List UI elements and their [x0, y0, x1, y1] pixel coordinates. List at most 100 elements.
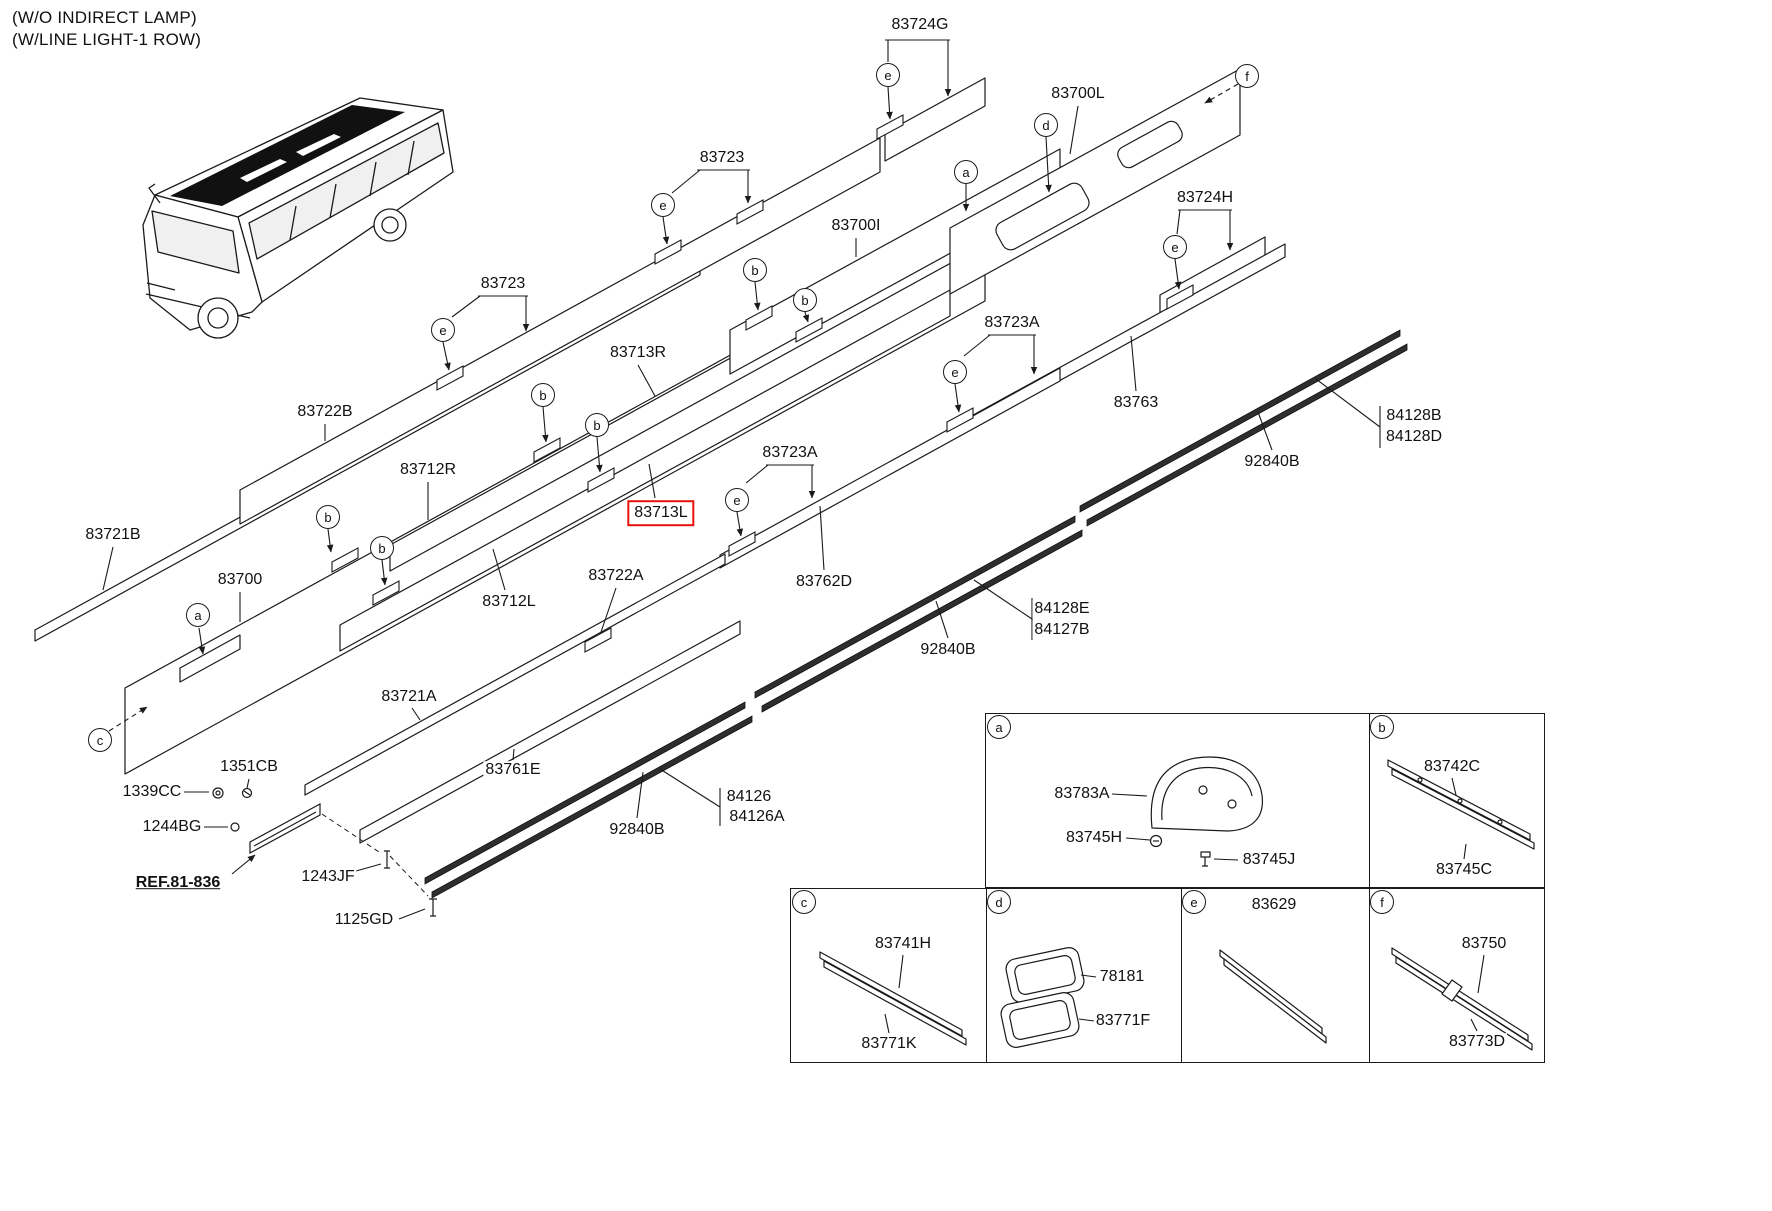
part-label-1244bg[interactable]: 1244BG — [140, 818, 204, 836]
part-label-83745h[interactable]: 83745H — [1063, 829, 1125, 847]
callout-letter: f — [1380, 894, 1384, 910]
callout-letter: e — [951, 364, 959, 380]
callout-letter: a — [194, 607, 202, 623]
part-label-83713r[interactable]: 83713R — [607, 344, 669, 362]
part-label-78181[interactable]: 78181 — [1097, 968, 1147, 986]
leader-lines — [102, 39, 1381, 920]
part-label-83741h[interactable]: 83741H — [872, 935, 934, 953]
part-label-83723-left[interactable]: 83723 — [478, 275, 528, 293]
moulding-84128b — [1086, 343, 1408, 527]
callout-letter: d — [1042, 117, 1050, 133]
part-label-83745c[interactable]: 83745C — [1433, 861, 1495, 879]
part-label-83629[interactable]: 83629 — [1249, 896, 1299, 914]
part-label-1125gd[interactable]: 1125GD — [332, 911, 396, 929]
callout-e: e — [943, 360, 967, 384]
moulding-84128e — [761, 529, 1083, 713]
callout-letter: b — [378, 540, 386, 556]
part-label-84128b[interactable]: 84128B — [1384, 407, 1444, 425]
part-label-83750[interactable]: 83750 — [1459, 935, 1509, 953]
part-label-84128d[interactable]: 84128D — [1383, 428, 1445, 446]
part-label-83723a-right[interactable]: 83723A — [982, 314, 1042, 332]
part-label-84128e[interactable]: 84128E — [1032, 600, 1092, 618]
part-label-1243jf[interactable]: 1243JF — [299, 868, 357, 886]
note-line-light-row: (W/LINE LIGHT-1 ROW) — [12, 30, 202, 49]
part-label-83763[interactable]: 83763 — [1111, 394, 1161, 412]
part-label-83761e[interactable]: 83761E — [483, 761, 543, 779]
part-label-1339cc[interactable]: 1339CC — [120, 783, 184, 801]
part-label-83700[interactable]: 83700 — [215, 571, 265, 589]
strip-83761e-shape — [359, 620, 741, 844]
ref-link-81-836[interactable]: REF.81-836 — [133, 874, 223, 892]
cap-83724g-shape — [884, 77, 986, 162]
part-label-83771f[interactable]: 83771F — [1093, 1012, 1153, 1030]
part-83771k-shape — [823, 960, 967, 1046]
callout-b: b — [370, 536, 394, 560]
moulding-84126 — [431, 715, 753, 899]
part-label-92840b-mid[interactable]: 92840B — [918, 641, 978, 659]
part-label-1351cb[interactable]: 1351CB — [218, 758, 280, 776]
bus-roof-panel — [170, 105, 405, 206]
part-label-83723-top[interactable]: 83723 — [697, 149, 747, 167]
part-label-92840b-bottom[interactable]: 92840B — [607, 821, 667, 839]
part-label-84127b[interactable]: 84127B — [1032, 621, 1092, 639]
bolt-1244bg — [230, 822, 240, 832]
part-label-92840b-right[interactable]: 92840B — [1242, 453, 1302, 471]
callout-b: b — [316, 505, 340, 529]
table-callout-e: e — [1182, 890, 1206, 914]
table-callout-a: a — [987, 715, 1011, 739]
callout-letter: e — [884, 67, 892, 83]
strip-83712l-83713l-shape — [339, 289, 951, 652]
panel-83700-hole — [179, 634, 241, 683]
callout-letter: b — [324, 509, 332, 525]
part-label-83712r[interactable]: 83712R — [397, 461, 459, 479]
part-label-83724g[interactable]: 83724G — [889, 16, 951, 34]
bus-illustration — [142, 97, 454, 339]
panel-83700l-small-opening — [1117, 120, 1183, 169]
part-label-83722a[interactable]: 83722A — [586, 567, 646, 585]
part-label-83721a[interactable]: 83721A — [379, 688, 439, 706]
part-label-83721b[interactable]: 83721B — [83, 526, 143, 544]
callout-a: a — [954, 160, 978, 184]
part-label-83712l[interactable]: 83712L — [480, 593, 538, 611]
part-label-83783a[interactable]: 83783A — [1052, 785, 1112, 803]
part-label-83713l-selected[interactable]: 83713L — [627, 500, 695, 526]
part-label-83742c[interactable]: 83742C — [1421, 758, 1483, 776]
part-label-83722b[interactable]: 83722B — [295, 403, 355, 421]
callout-d: d — [1034, 113, 1058, 137]
part-label-83745j[interactable]: 83745J — [1240, 851, 1298, 869]
part-83741h-shape — [819, 951, 963, 1037]
part-83745j-shape — [1200, 851, 1211, 867]
table-callout-b: b — [1370, 715, 1394, 739]
part-label-83762d[interactable]: 83762D — [793, 573, 855, 591]
part-label-83773d[interactable]: 83773D — [1446, 1033, 1508, 1051]
part-label-83700l[interactable]: 83700L — [1049, 85, 1107, 103]
screw-1125gd — [429, 898, 437, 917]
callout-letter: a — [962, 164, 970, 180]
callout-arrows — [108, 83, 1239, 732]
bus-mirror — [148, 183, 161, 204]
part-label-84126a[interactable]: 84126A — [727, 808, 787, 826]
part-label-84126[interactable]: 84126 — [724, 788, 774, 806]
callout-e: e — [876, 63, 900, 87]
moulding-92840b-mid — [754, 515, 1076, 699]
callout-letter: a — [995, 719, 1003, 735]
table-callout-c: c — [792, 890, 816, 914]
callout-e: e — [1163, 235, 1187, 259]
table-callout-d: d — [987, 890, 1011, 914]
part-label-83723a-mid[interactable]: 83723A — [760, 444, 820, 462]
callout-a: a — [186, 603, 210, 627]
panel-83700l-hatch-opening — [995, 182, 1090, 251]
part-83745c-shape — [1391, 768, 1535, 850]
table-cell-d — [986, 889, 1181, 1062]
callout-letter: b — [751, 262, 759, 278]
callout-letter: b — [539, 387, 547, 403]
part-label-83700i[interactable]: 83700I — [829, 217, 883, 235]
callout-letter: e — [1171, 239, 1179, 255]
part-label-83771k[interactable]: 83771K — [859, 1035, 919, 1053]
part-label-83724h[interactable]: 83724H — [1174, 189, 1236, 207]
part-83771f-shape — [1000, 992, 1080, 1048]
table-part-shapes — [819, 756, 1535, 1051]
table-divider — [986, 889, 987, 1062]
